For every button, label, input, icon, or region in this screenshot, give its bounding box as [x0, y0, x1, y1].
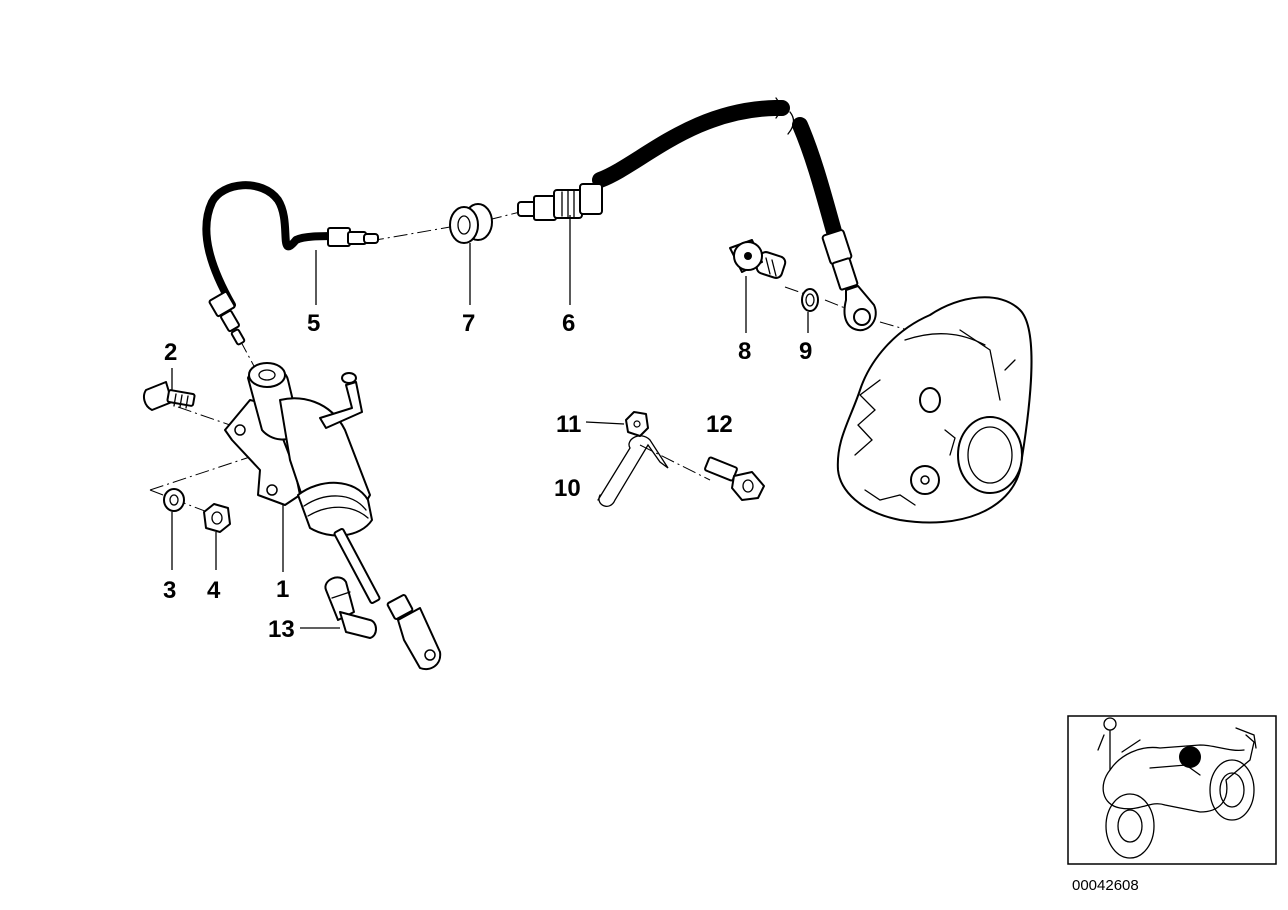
- callout-11: 11: [556, 411, 581, 438]
- callout-3: 3: [163, 577, 176, 604]
- hex-nut: [203, 503, 231, 533]
- reference-code: 00042608: [1072, 877, 1139, 894]
- callout-labels: 1 2 3 4 5 6 7 8 9 10 11 12 13: [163, 310, 812, 643]
- grommet: [449, 203, 493, 244]
- hex-bolt: [704, 456, 765, 501]
- brake-hose: [517, 97, 877, 332]
- callout-7: 7: [462, 310, 475, 337]
- retaining-clip: [597, 435, 669, 507]
- callout-4: 4: [207, 577, 221, 604]
- callout-2: 2: [164, 339, 177, 366]
- washer: [163, 488, 185, 512]
- leader-lines: [171, 215, 809, 629]
- callout-8: 8: [738, 338, 751, 365]
- callout-5: 5: [307, 310, 320, 337]
- callout-13: 13: [268, 616, 295, 643]
- location-marker: [1179, 746, 1201, 768]
- locator-thumbnail: [1067, 715, 1277, 865]
- screw: [143, 381, 196, 411]
- callout-12: 12: [706, 411, 733, 438]
- callout-1: 1: [276, 576, 289, 603]
- callout-10: 10: [554, 475, 581, 502]
- small-nut: [625, 411, 649, 437]
- callout-9: 9: [799, 338, 812, 365]
- brake-line-pipe: [202, 181, 379, 346]
- plug-connector: [324, 576, 377, 639]
- callout-6: 6: [562, 310, 575, 337]
- banjo-bolt: [729, 239, 787, 279]
- master-cylinder: [224, 362, 442, 671]
- seal-washer: [801, 288, 819, 312]
- brake-caliper: [836, 296, 1033, 524]
